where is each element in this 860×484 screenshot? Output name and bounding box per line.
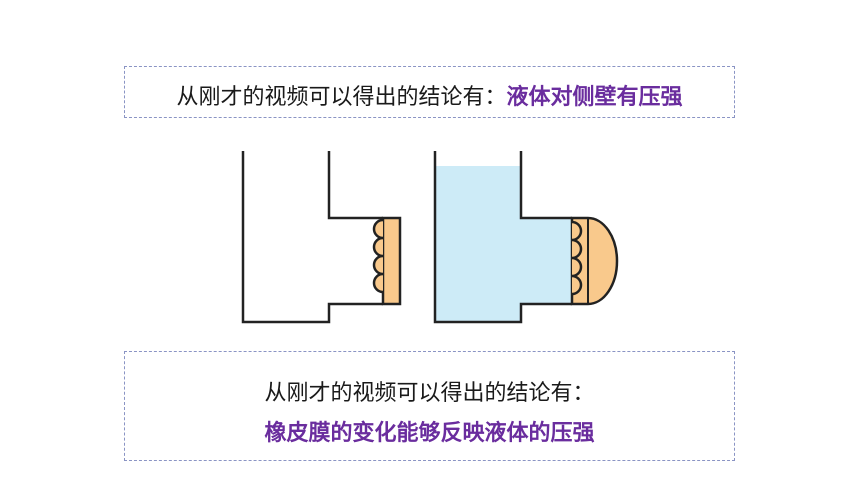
left-container-outline bbox=[241, 151, 383, 324]
bulging-membrane bbox=[570, 216, 619, 306]
water-fill bbox=[435, 166, 572, 322]
empty-container-icon bbox=[241, 151, 402, 324]
conclusion-highlight: 液体对侧壁有压强 bbox=[506, 85, 683, 110]
conclusion-box-top: 从刚才的视频可以得出的结论有：液体对侧壁有压强 bbox=[124, 66, 735, 118]
right-container-outline bbox=[433, 151, 572, 324]
conclusion-answer: 橡皮膜的变化能够反映液体的压强 bbox=[264, 421, 595, 446]
membrane-ripples-right bbox=[571, 220, 583, 296]
flat-membrane bbox=[381, 216, 402, 306]
conclusion-prefix: 从刚才的视频可以得出的结论有： bbox=[176, 85, 507, 110]
conclusion-box-bottom: 从刚才的视频可以得出的结论有： 橡皮膜的变化能够反映液体的压强 bbox=[124, 351, 735, 461]
conclusion-text-top: 从刚才的视频可以得出的结论有：液体对侧壁有压强 bbox=[125, 79, 734, 111]
conclusion-prompt: 从刚才的视频可以得出的结论有： bbox=[264, 381, 595, 406]
water-container-icon bbox=[433, 151, 619, 324]
membrane-ripples bbox=[372, 218, 384, 294]
